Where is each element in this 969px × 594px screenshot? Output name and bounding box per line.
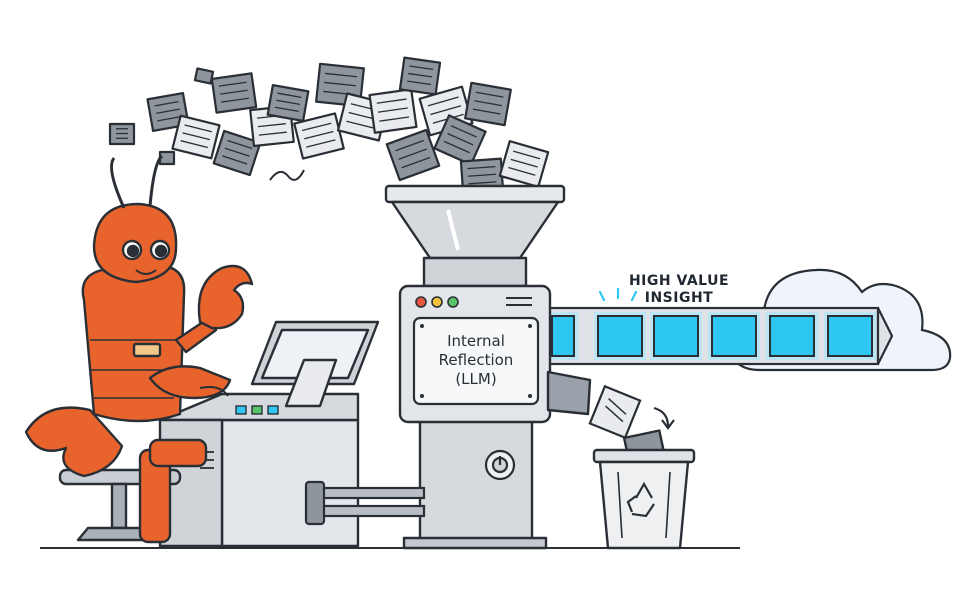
paper-sheet (368, 88, 418, 134)
paper-sheet (193, 67, 215, 85)
sparkle-lines (598, 287, 638, 302)
paper-sheet (498, 140, 550, 188)
insight-conveyor (546, 306, 894, 366)
flying-documents (108, 56, 550, 195)
paper-sheet (171, 114, 221, 160)
machine-indicator-lights (415, 296, 459, 308)
paper-sheet (210, 72, 258, 114)
paper-sheet (108, 122, 136, 146)
dial-icon (484, 449, 516, 481)
motion-scribble (269, 169, 305, 181)
connector-pipes (304, 480, 426, 526)
paper-sheet (398, 56, 442, 96)
recycle-icon (626, 481, 655, 518)
paper-sheet (293, 112, 345, 160)
machine-label-line1: Internal (447, 332, 505, 350)
paper-sheet (158, 150, 176, 166)
machine-label-panel (412, 316, 540, 406)
paper-sheet (385, 128, 441, 182)
paper-sheet (266, 84, 310, 122)
paper-sheet (212, 129, 262, 177)
terminal-buttons (235, 405, 279, 415)
paper-sheet (433, 114, 487, 166)
insight-block (551, 315, 575, 357)
insight-block (653, 315, 699, 357)
insight-label-line1: HIGH VALUE (629, 273, 729, 289)
trash-bin (592, 429, 696, 550)
insight-block (769, 315, 815, 357)
paper-sheet (464, 81, 512, 127)
insight-label-line2: INSIGHT (645, 290, 713, 306)
funnel (384, 184, 566, 288)
machine-vent (506, 297, 532, 306)
lobster-robot (24, 154, 254, 544)
insight-block (827, 315, 873, 357)
insight-block (597, 315, 643, 357)
machine-label-line2: Reflection (439, 351, 514, 369)
machine-label-line3: (LLM) (455, 370, 496, 388)
insight-block (711, 315, 757, 357)
discard-paper (588, 384, 675, 440)
